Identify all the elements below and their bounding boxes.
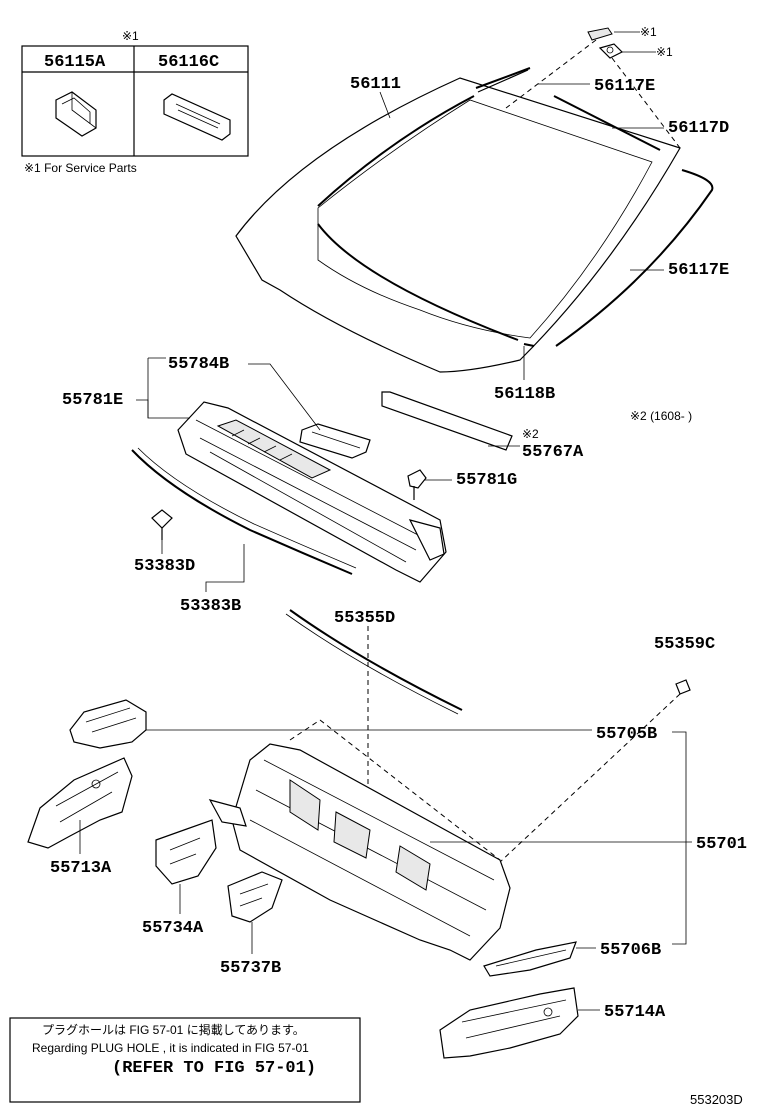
part-label-56117E-right[interactable]: 56117E [668, 261, 729, 280]
part-label-55767A[interactable]: 55767A [522, 443, 584, 462]
note-line-jp: プラグホールは FIG 57-01 に掲載してあります。 [42, 1022, 305, 1037]
part-55737B-drawing [227, 871, 283, 923]
part-label-55714A[interactable]: 55714A [604, 1003, 666, 1022]
part-label-55713A[interactable]: 55713A [50, 859, 112, 878]
part-55767A-drawing [381, 391, 513, 451]
note-refer[interactable]: (REFER TO FIG 57-01) [112, 1059, 316, 1078]
moulding-56117E-top [477, 69, 529, 93]
part-label-56116C[interactable]: 56116C [158, 53, 219, 72]
service-box-mark: ※1 [122, 29, 139, 43]
part-label-55359C[interactable]: 55359C [654, 635, 715, 654]
cowl-louver [177, 401, 447, 583]
mark2-note: ※2 (1608- ) [630, 409, 692, 423]
clip-mark-1: ※1 [640, 25, 657, 39]
clip-mark-2: ※1 [656, 45, 673, 59]
part-label-56117D[interactable]: 56117D [668, 119, 729, 138]
part-label-55701[interactable]: 55701 [696, 835, 747, 854]
bottom-note-box: プラグホールは FIG 57-01 に掲載してあります。 Regarding P… [9, 1017, 361, 1103]
service-box-frame [21, 45, 249, 157]
part-label-55737B[interactable]: 55737B [220, 959, 281, 978]
service-box-footnote: ※1 For Service Parts [24, 161, 137, 175]
part-label-56115A[interactable]: 56115A [44, 53, 106, 72]
cowl-panel [208, 719, 511, 961]
service-parts-box: ※1 56115A 56116C ※1 For Service Parts [21, 29, 249, 175]
part-55784B-drawing [299, 423, 371, 459]
part-55706B-drawing [483, 941, 577, 977]
part-53383B-drawing [131, 447, 357, 575]
note-line-en: Regarding PLUG HOLE , it is indicated in… [32, 1041, 309, 1055]
part-label-56118B[interactable]: 56118B [494, 385, 555, 404]
part-label-53383D[interactable]: 53383D [134, 557, 195, 576]
windshield-glass [235, 67, 714, 373]
part-55714A-drawing [439, 987, 579, 1059]
part-label-56117E-top[interactable]: 56117E [594, 77, 655, 96]
part-55713A-drawing [27, 757, 133, 849]
part-53383D-drawing [151, 509, 173, 540]
part-label-56111[interactable]: 56111 [350, 75, 401, 94]
part-55355D-drawing [285, 609, 463, 715]
part-label-55355D[interactable]: 55355D [334, 609, 395, 628]
part-label-55781G[interactable]: 55781G [456, 471, 517, 490]
mark2: ※2 [522, 427, 539, 441]
part-55705B-drawing [69, 699, 147, 749]
part-label-55784B[interactable]: 55784B [168, 355, 229, 374]
clip-56115A-drawing [55, 91, 97, 137]
clip-56116C-drawing [163, 93, 231, 141]
part-label-53383B[interactable]: 53383B [180, 597, 241, 616]
figure-id: 553203D [690, 1092, 743, 1107]
part-label-55734A[interactable]: 55734A [142, 919, 204, 938]
part-label-55705B[interactable]: 55705B [596, 725, 657, 744]
part-55781G-drawing [407, 469, 427, 500]
part-label-55781E[interactable]: 55781E [62, 391, 123, 410]
clip-parts-top [587, 27, 624, 59]
part-55359C-drawing [675, 679, 691, 695]
part-55734A-drawing [155, 819, 217, 885]
part-label-55706B[interactable]: 55706B [600, 941, 661, 960]
